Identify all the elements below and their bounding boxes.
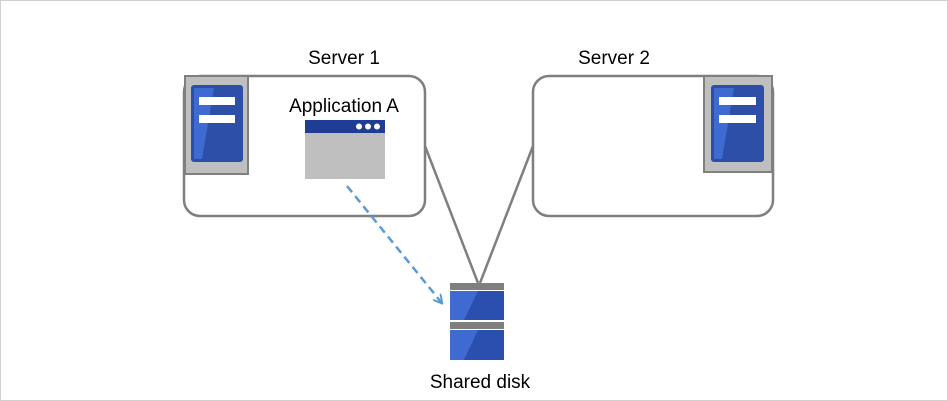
connection-line-server1-disk xyxy=(423,145,480,284)
server2-label: Server 2 xyxy=(578,48,650,69)
disk-icon xyxy=(450,283,504,360)
access-arrow xyxy=(346,185,441,302)
server1-node: Server 1 xyxy=(182,48,427,218)
server1-label: Server 1 xyxy=(308,48,380,69)
server2-node: Server 2 xyxy=(531,48,775,218)
connection-line-server2-disk xyxy=(478,145,535,284)
application-a: Application A xyxy=(289,96,399,179)
app-window-icon xyxy=(305,120,385,179)
server-icon xyxy=(703,75,773,173)
application-label: Application A xyxy=(289,96,399,117)
shared-disk-label: Shared disk xyxy=(430,372,531,393)
shared-disk: Shared disk xyxy=(430,283,531,393)
server-icon xyxy=(184,75,249,175)
